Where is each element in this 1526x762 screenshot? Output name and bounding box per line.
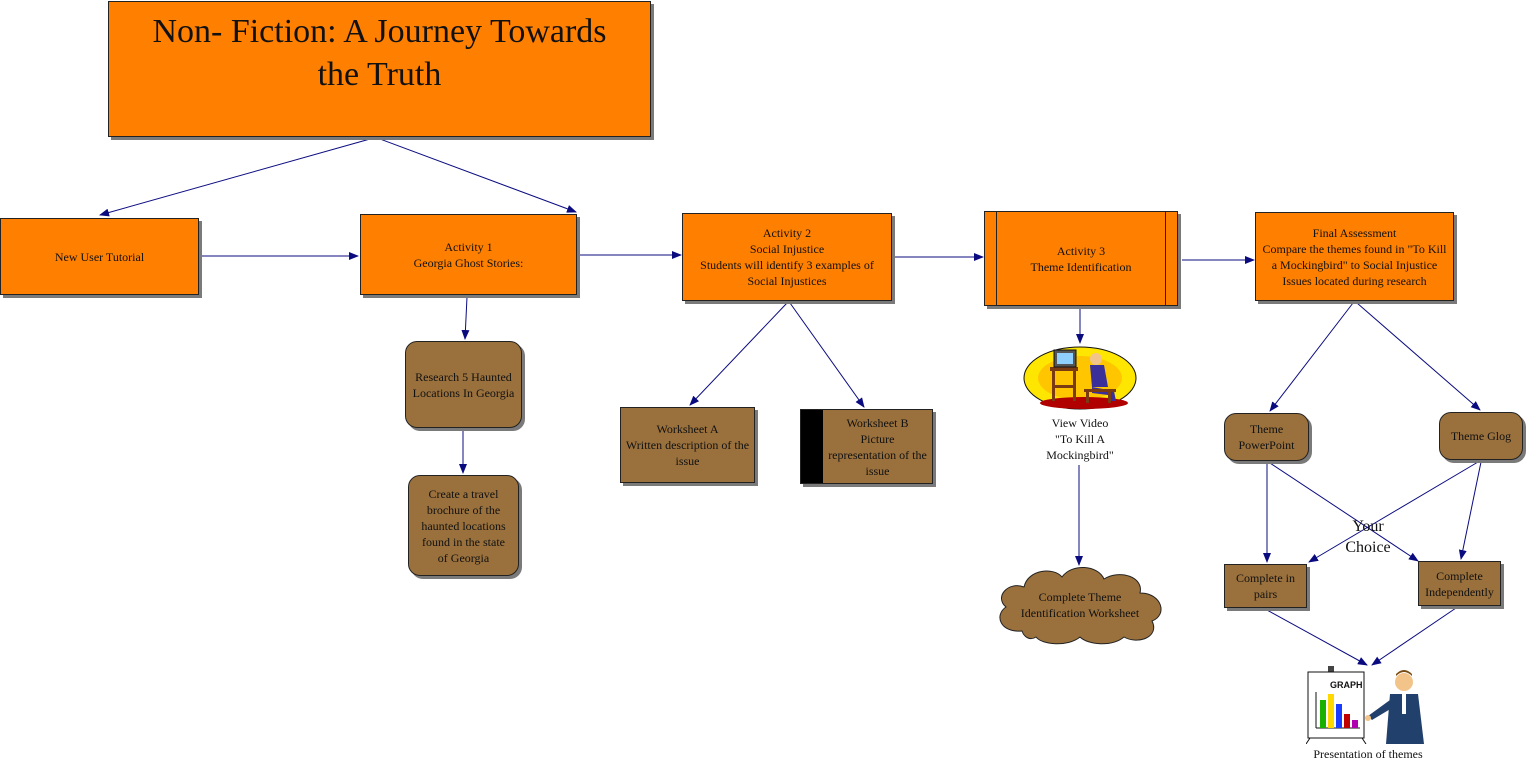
node-research-haunted-locations: Research 5 Haunted Locations In Georgia bbox=[405, 341, 522, 428]
node-complete-theme-worksheet: Complete Theme Identification Worksheet bbox=[1020, 590, 1140, 620]
arrow-title-to-activity1 bbox=[379, 138, 577, 213]
arrow-pairs-to-presentation bbox=[1266, 609, 1368, 666]
arrow-activity2-to-worksheet-a bbox=[689, 302, 788, 406]
presenter-with-graph-icon: GRAPH bbox=[1306, 666, 1424, 744]
node-theme-powerpoint: Theme PowerPoint bbox=[1224, 413, 1309, 461]
worksheet-b-label: Worksheet B Picture representation of th… bbox=[828, 415, 927, 478]
activity-3-left-bar bbox=[996, 212, 997, 305]
node-travel-brochure: Create a travel brochure of the haunted … bbox=[408, 475, 519, 576]
your-choice-label: Your Choice bbox=[1345, 518, 1391, 556]
cloud-shape bbox=[999, 567, 1162, 645]
presentation-of-themes-label: Presentation of themes bbox=[1313, 747, 1423, 761]
person-watching-tv-icon bbox=[1023, 346, 1137, 410]
node-new-user-tutorial: New User Tutorial bbox=[0, 218, 199, 295]
arrow-activity2-to-worksheet-b bbox=[789, 302, 865, 408]
diagram-title: Non- Fiction: A Journey Towards the Trut… bbox=[108, 1, 651, 137]
node-final-assessment: Final Assessment Compare the themes foun… bbox=[1255, 212, 1454, 301]
node-worksheet-a: Worksheet A Written description of the i… bbox=[620, 407, 755, 483]
arrow-independently-to-presentation bbox=[1371, 607, 1457, 666]
worksheet-b-black-strip bbox=[801, 410, 823, 483]
activity-3-right-bar bbox=[1165, 212, 1166, 305]
arrow-powerpoint-to-independently bbox=[1269, 462, 1419, 562]
arrow-activity1-to-research bbox=[461, 296, 470, 340]
node-theme-glog: Theme Glog bbox=[1439, 412, 1523, 460]
view-video-label: View Video "To Kill A Mockingbird" bbox=[1046, 416, 1114, 462]
arrow-glog-to-pairs bbox=[1308, 461, 1479, 563]
node-complete-independently: Complete Independently bbox=[1418, 561, 1501, 606]
node-activity-1: Activity 1 Georgia Ghost Stories: bbox=[360, 214, 577, 295]
arrow-glog-to-independently bbox=[1458, 461, 1482, 560]
arrow-final-to-powerpoint bbox=[1269, 302, 1354, 412]
graph-title-text: GRAPH bbox=[1330, 680, 1363, 690]
arrow-title-to-tutorial bbox=[99, 138, 371, 217]
node-activity-2: Activity 2 Social Injustice Students wil… bbox=[682, 213, 892, 301]
node-activity-3: Activity 3 Theme Identification bbox=[984, 211, 1178, 306]
arrow-final-to-glog bbox=[1356, 302, 1481, 411]
node-complete-in-pairs: Complete in pairs bbox=[1224, 564, 1307, 608]
